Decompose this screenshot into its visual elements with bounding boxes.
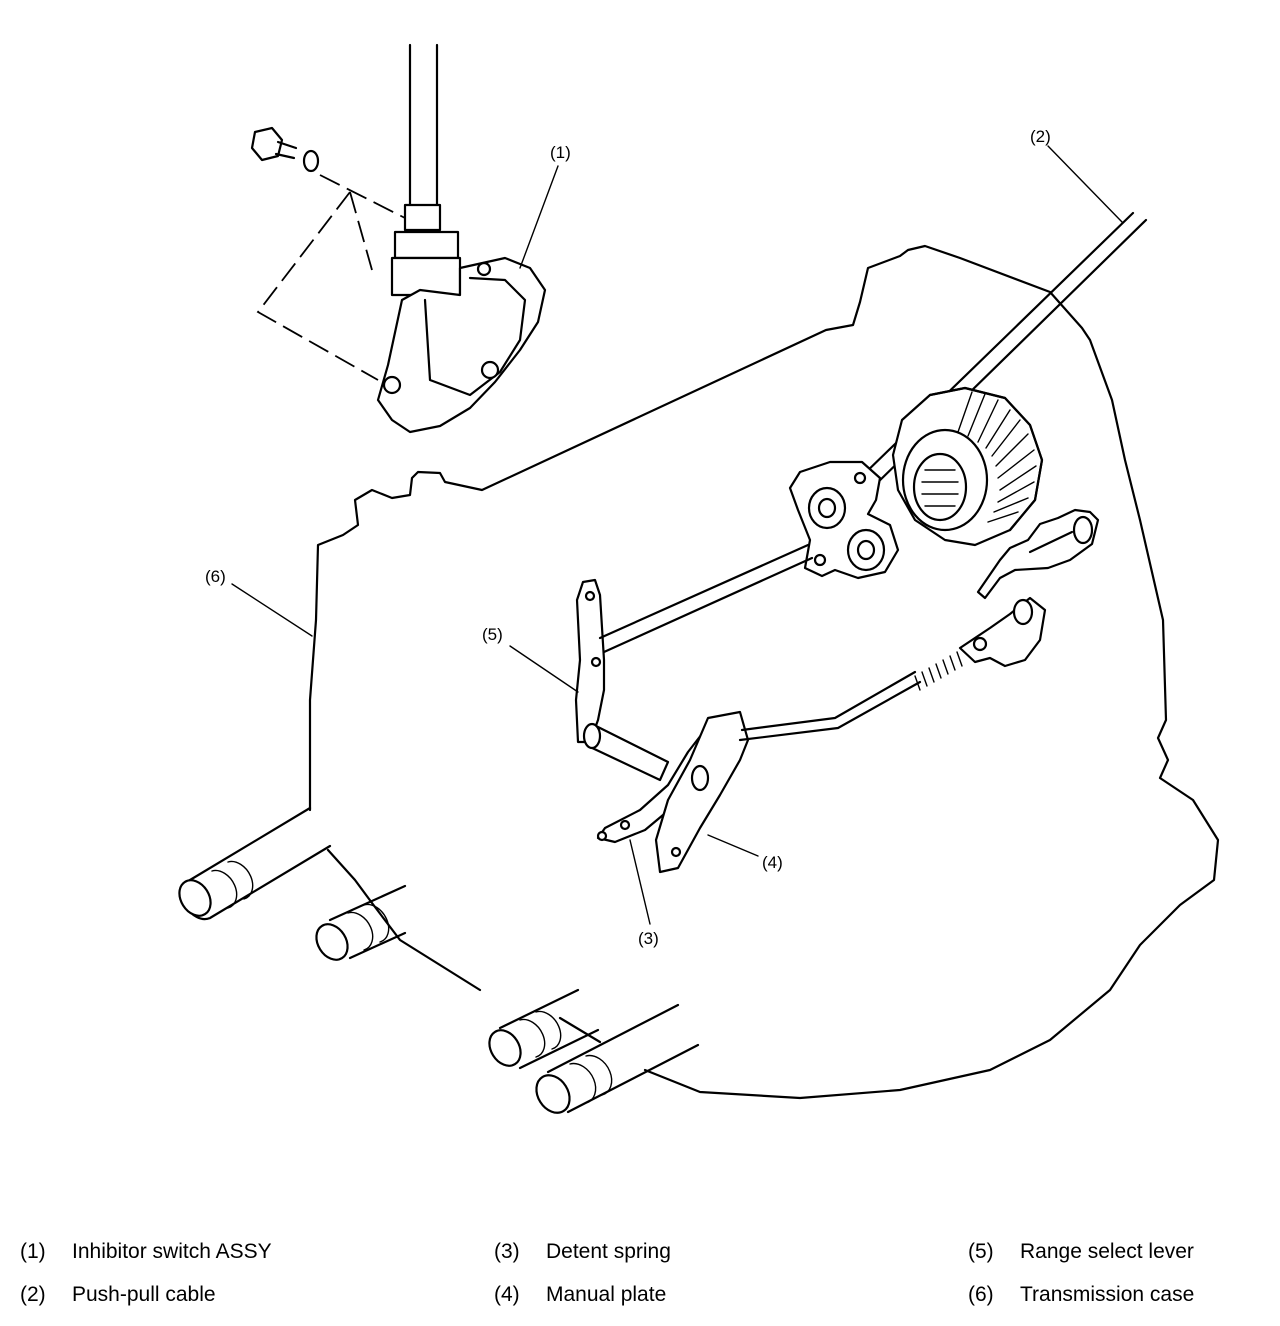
callout-6: (6): [205, 567, 226, 586]
legend-text: Push-pull cable: [72, 1283, 216, 1306]
legend-number: (5): [968, 1240, 994, 1263]
gear-drum: [891, 386, 1044, 547]
legend-text: Detent spring: [546, 1240, 671, 1263]
leader-4: [707, 834, 759, 857]
legend-number: (1): [20, 1240, 46, 1263]
callout-3: (3): [638, 929, 659, 948]
shaft-2: [315, 884, 407, 961]
shaft-3: [488, 988, 600, 1070]
legend-text: Range select lever: [1020, 1240, 1194, 1263]
callout-1: (1): [550, 143, 571, 162]
manual-plate: [654, 710, 750, 874]
inhibitor-switch: [376, 43, 547, 434]
detent-spring-hole: [596, 830, 608, 842]
legend-text: Inhibitor switch ASSY: [72, 1240, 272, 1263]
leader-6: [231, 583, 313, 637]
leader-5: [509, 645, 579, 693]
legend-text: Manual plate: [546, 1283, 667, 1306]
legend-number: (2): [20, 1283, 46, 1306]
leader-3: [629, 839, 651, 925]
bracket: [788, 460, 900, 580]
shaft-4: [535, 1003, 700, 1114]
detent-rod: [976, 508, 1100, 600]
callout-4: (4): [762, 853, 783, 872]
callout-2: (2): [1030, 127, 1051, 146]
leader-1: [519, 165, 559, 269]
legend-number: (3): [494, 1240, 520, 1263]
bolt-and-washer: [250, 126, 406, 381]
range-select-lever: [574, 543, 814, 782]
callout-5: (5): [482, 625, 503, 644]
transmission-case-outline: [308, 244, 1220, 1100]
legend-text: Transmission case: [1020, 1283, 1195, 1306]
detent-spring-hole-2: [619, 819, 631, 831]
legend-number: (6): [968, 1283, 994, 1306]
shaft-1: [178, 806, 332, 921]
legend-number: (4): [494, 1283, 520, 1306]
linkage-rod: [738, 596, 1047, 742]
leader-2: [1047, 145, 1123, 223]
